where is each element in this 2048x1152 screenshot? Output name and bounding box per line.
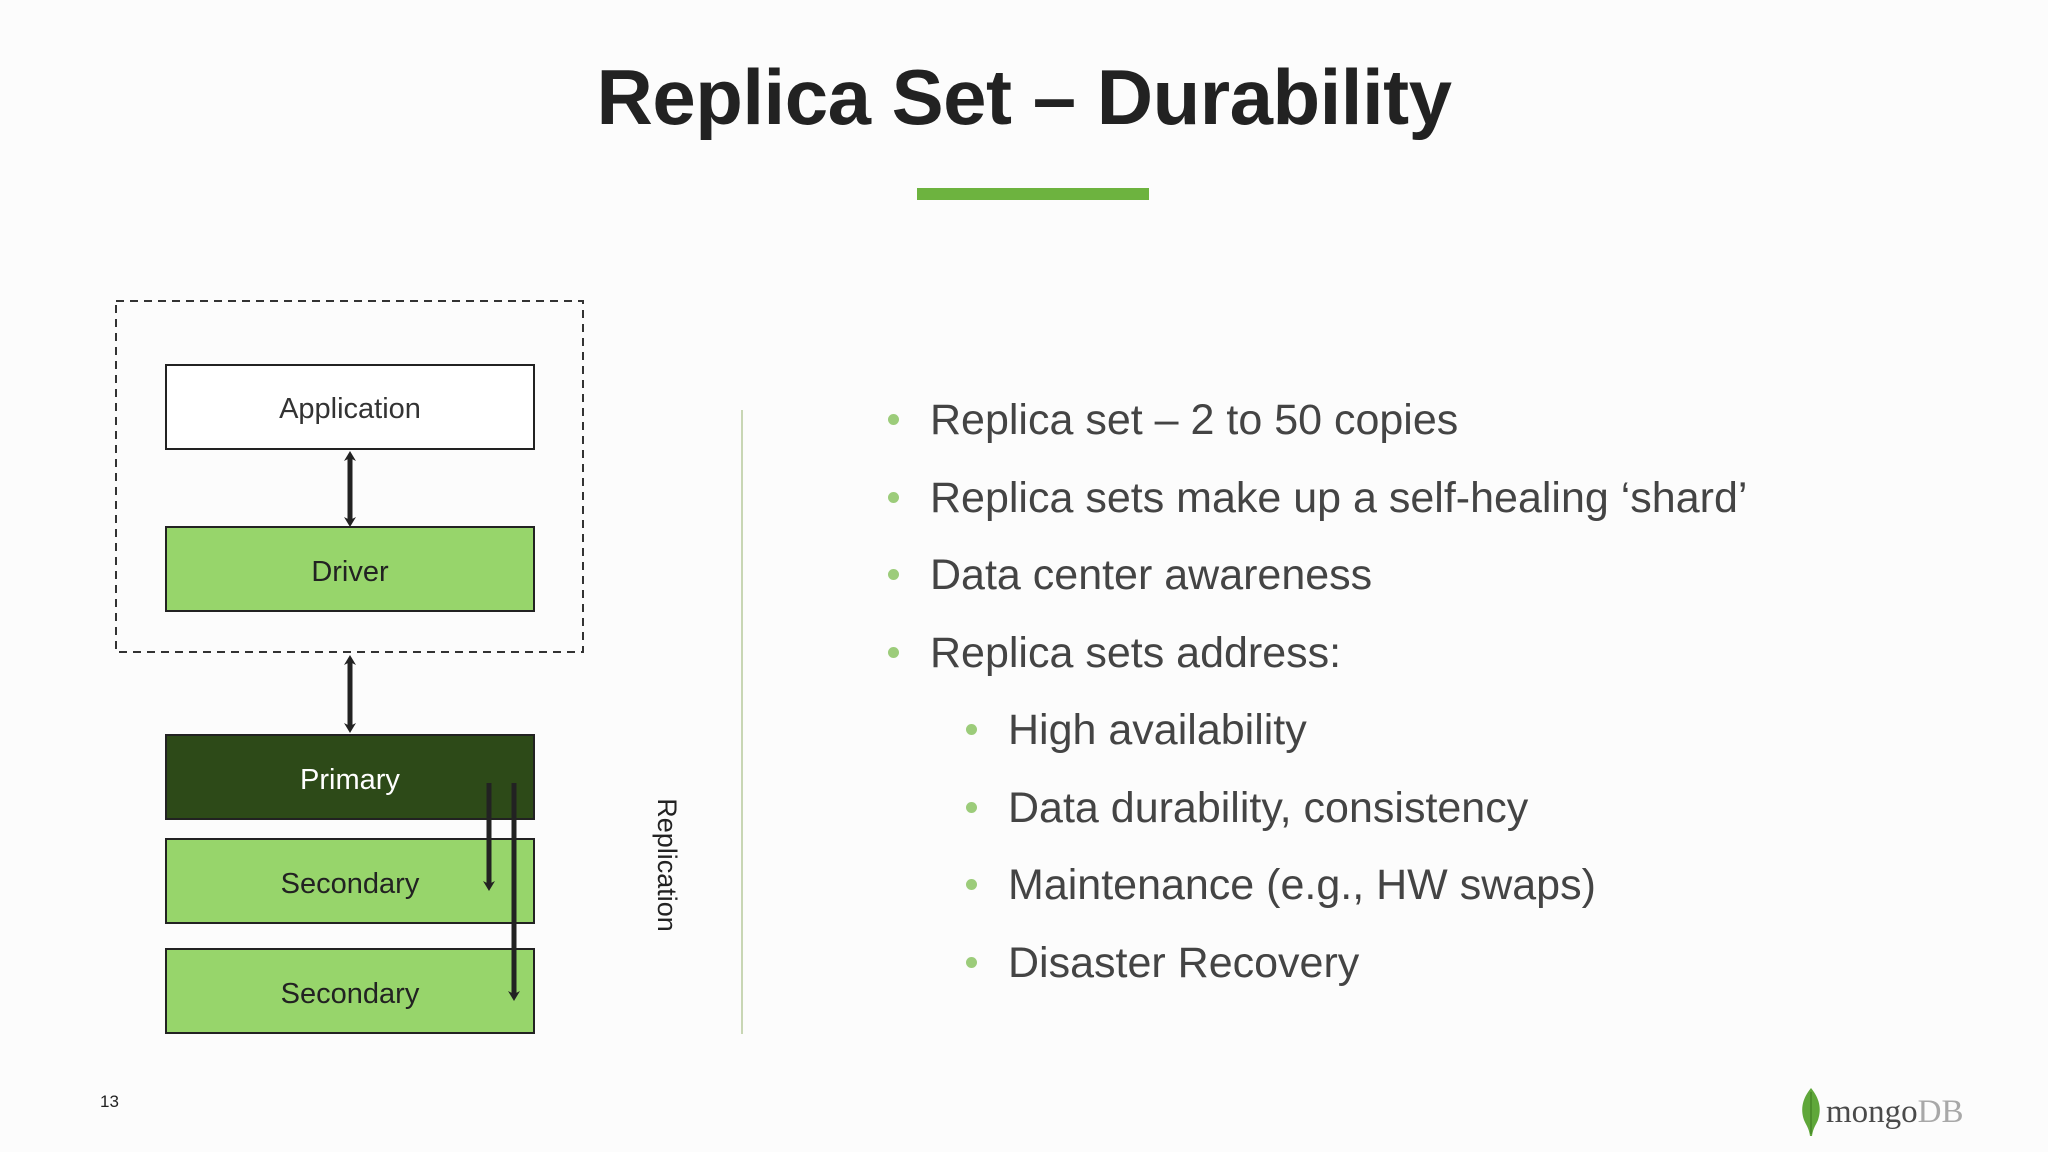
secondary-label-2: Secondary [281, 978, 420, 1010]
replication-label: Replication [652, 798, 682, 932]
secondary-box-1: Secondary [165, 838, 535, 924]
bullet-text: High availability [1008, 706, 1307, 754]
application-label: Application [279, 393, 421, 425]
bullet-dot [966, 956, 977, 968]
application-box: Application [165, 364, 535, 450]
primary-label: Primary [300, 764, 400, 796]
sub-bullet-item: High availability [888, 698, 1988, 776]
bullet-text: Replica sets make up a self-healing ‘sha… [930, 473, 1748, 522]
bullet-dot [966, 801, 977, 813]
bullet-dot [888, 569, 899, 580]
logo-wordmark: mongoDB [1826, 1094, 1964, 1131]
bullet-text: Disaster Recovery [1008, 938, 1360, 987]
title-underline [917, 188, 1149, 200]
mongodb-logo: mongoDB [1800, 1088, 1980, 1138]
bullet-item: Replica set – 2 to 50 copies [888, 388, 1988, 466]
sub-bullet-item: Disaster Recovery [888, 931, 1988, 1009]
logo-mongo-text: mongo [1826, 1094, 1918, 1130]
bullet-dot [966, 879, 977, 890]
bullet-item: Replica sets make up a self-healing ‘sha… [888, 466, 1988, 544]
bullet-text: Data durability, consistency [1008, 783, 1529, 832]
slide-title: Replica Set – Durability [596, 53, 1452, 141]
logo-db-text: DB [1917, 1094, 1964, 1130]
bullet-list: Replica set – 2 to 50 copies Replica set… [888, 388, 1988, 1008]
secondary-label-1: Secondary [281, 868, 420, 900]
bullet-text: Replica sets address: [930, 628, 1342, 677]
bullet-dot [966, 724, 977, 735]
driver-label: Driver [311, 556, 389, 588]
secondary-box-2: Secondary [165, 948, 535, 1034]
bullet-dot [888, 491, 899, 503]
bullet-item: Replica sets address: [888, 621, 1988, 699]
primary-box: Primary [165, 734, 535, 820]
client-boundary [115, 300, 584, 653]
bullet-text: Data center awareness [930, 551, 1373, 599]
bullet-dot [888, 646, 899, 658]
sub-bullet-item: Data durability, consistency [888, 776, 1988, 854]
bullet-dot [888, 414, 899, 425]
sub-bullet-item: Maintenance (e.g., HW swaps) [888, 853, 1988, 931]
driver-box: Driver [165, 526, 535, 612]
bullet-item: Data center awareness [888, 543, 1988, 621]
bullet-text: Maintenance (e.g., HW swaps) [1008, 861, 1596, 909]
page-number: 13 [100, 1092, 119, 1111]
leaf-icon [1802, 1088, 1820, 1136]
bullet-text: Replica set – 2 to 50 copies [930, 396, 1459, 444]
